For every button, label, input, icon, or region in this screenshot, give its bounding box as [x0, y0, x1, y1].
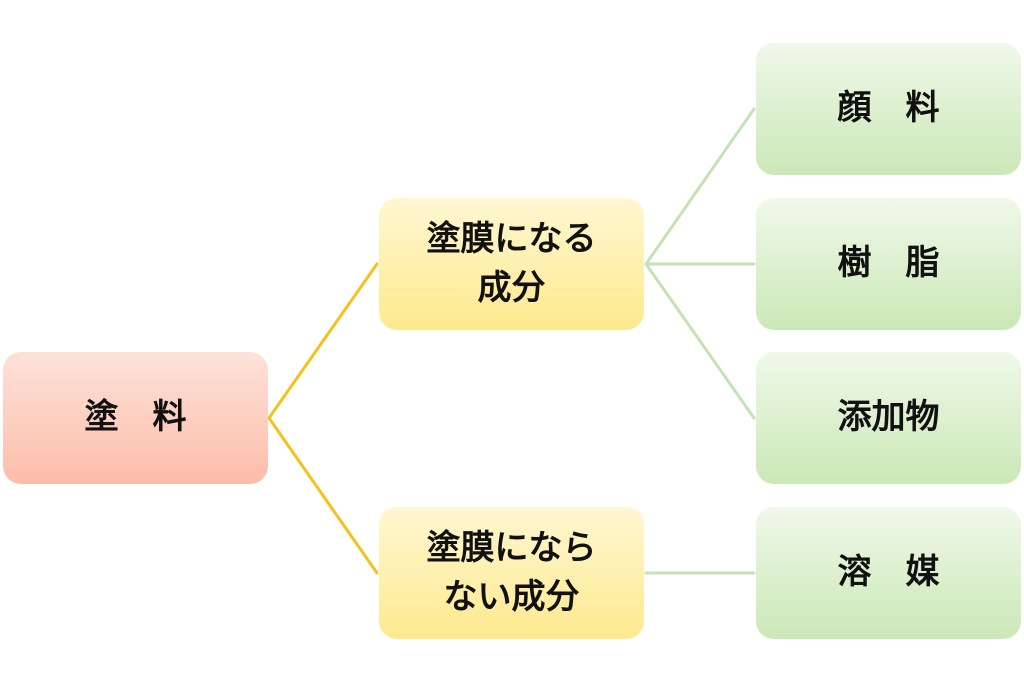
branch-1-line-2: 成分 — [477, 268, 546, 308]
connector-branch-1-to-leaf-1 — [644, 107, 756, 266]
leaf-node-pigment: 顔 料 — [756, 43, 1021, 175]
root-node-label: 塗 料 — [84, 397, 187, 438]
branch-node-film-forming: 塗膜になる 成分 — [379, 198, 644, 330]
connector-branch-1-to-leaf-3 — [644, 262, 756, 420]
branch-2-line-1: 塗膜になら — [426, 527, 597, 568]
root-node-paint: 塗 料 — [3, 352, 268, 484]
leaf-3-label: 添加物 — [837, 397, 940, 438]
connector-root-to-branch-2 — [267, 416, 379, 575]
leaf-1-label: 顔 料 — [837, 88, 940, 129]
leaf-node-additive: 添加物 — [756, 352, 1021, 484]
leaf-4-label: 溶 媒 — [837, 552, 940, 593]
leaf-2-label: 樹 脂 — [837, 243, 940, 284]
leaf-node-resin: 樹 脂 — [756, 198, 1021, 330]
branch-2-line-2: ない成分 — [443, 577, 580, 617]
branch-1-line-1: 塗膜になる — [426, 218, 597, 259]
connector-root-to-branch-1 — [267, 262, 379, 420]
leaf-node-solvent: 溶 媒 — [756, 507, 1021, 639]
branch-node-non-film-forming: 塗膜になら ない成分 — [379, 507, 644, 639]
